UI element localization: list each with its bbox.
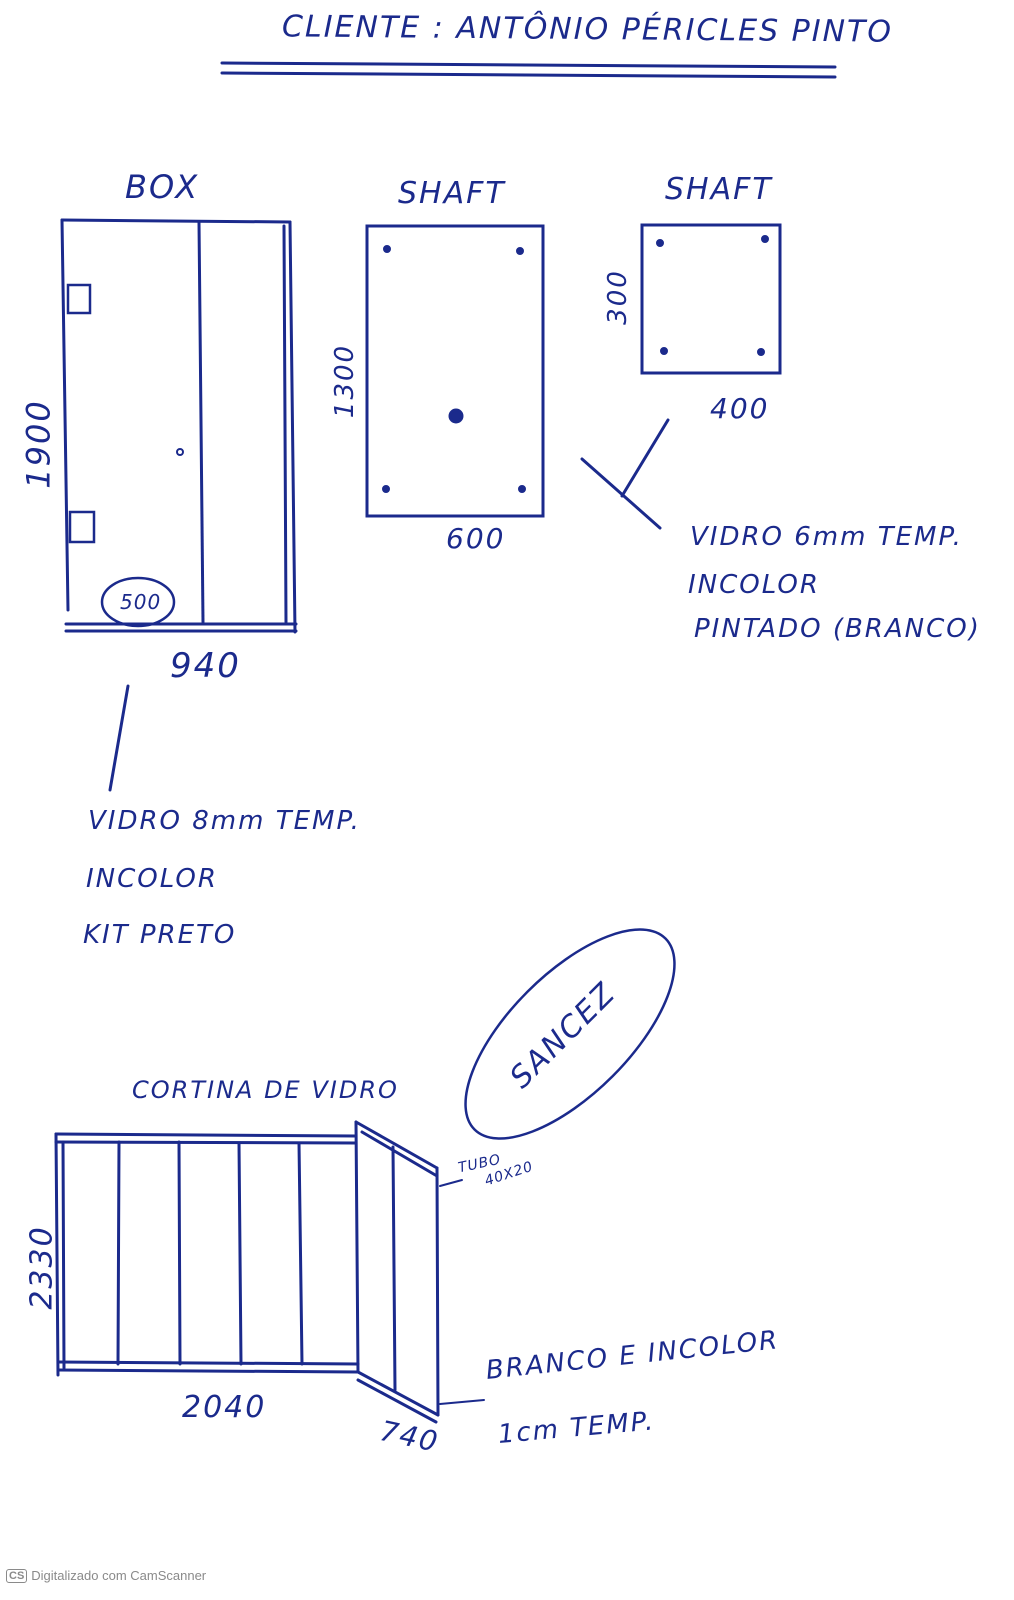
box-label: BOX	[125, 168, 200, 206]
shaft-leader-line	[620, 418, 670, 498]
shaft1-width-dimension: 600	[446, 522, 506, 555]
scanner-watermark: CS Digitalizado com CamScanner	[6, 1568, 206, 1583]
box-height-dimension: 1900	[19, 399, 58, 489]
shaft-note-1: VIDRO 6mm TEMP.	[690, 522, 963, 552]
box-note-1: VIDRO 8mm TEMP.	[88, 806, 361, 836]
box-note-2: INCOLOR	[86, 864, 218, 894]
shaft2-width-dimension: 400	[710, 392, 770, 425]
shaft-leader-line	[580, 457, 662, 530]
client-title: CLIENTE : ANTÔNIO PÉRICLES PINTO	[281, 9, 894, 50]
shaft2-label: SHAFT	[665, 172, 773, 207]
shaft2-height-dimension: 300	[602, 269, 633, 325]
box-width-dimension: 940	[170, 646, 241, 686]
scanner-watermark-text: Digitalizado com CamScanner	[31, 1568, 207, 1583]
stamp-ellipse	[464, 928, 676, 1140]
shaft-note-2: INCOLOR	[688, 570, 820, 600]
box-note-3: KIT PRETO	[83, 920, 237, 950]
shaft1-frame	[365, 224, 545, 518]
header-underline	[220, 71, 837, 79]
tubo-leader-line	[439, 1179, 463, 1187]
box-leader-line	[108, 684, 130, 792]
header-underline	[220, 61, 837, 69]
box-frame	[60, 218, 298, 634]
cortina-frame	[54, 1120, 440, 1424]
box-door-dimension: 500	[120, 590, 162, 614]
cortina-main-width-dimension: 2040	[182, 1390, 267, 1425]
shaft2-frame	[640, 223, 782, 375]
camscanner-logo: CS	[6, 1568, 28, 1583]
shaft1-height-dimension: 1300	[330, 343, 361, 419]
cortina-height-dimension: 2330	[24, 1225, 60, 1310]
cortina-leader-line	[439, 1399, 485, 1405]
shaft-note-3: PINTADO (BRANCO)	[694, 614, 981, 644]
cortina-label: CORTINA DE VIDRO	[132, 1076, 399, 1104]
shaft1-label: SHAFT	[398, 176, 506, 211]
